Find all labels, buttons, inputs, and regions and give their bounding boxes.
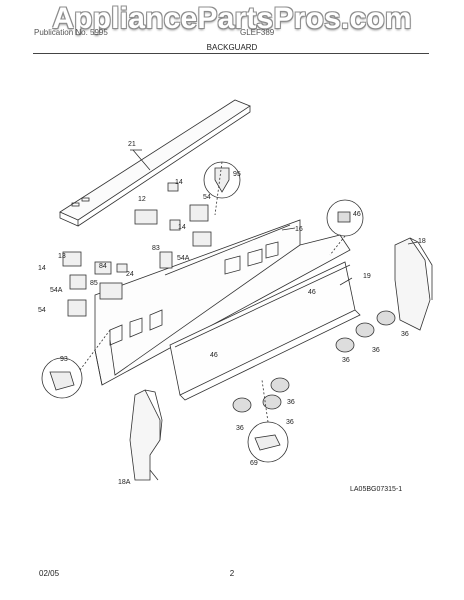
callout-label: 36 xyxy=(372,347,380,354)
callout-label: 36 xyxy=(401,331,409,338)
section-title: BACKGUARD xyxy=(206,43,258,52)
callout-label: 46 xyxy=(210,352,218,359)
callout-label: 85 xyxy=(90,280,98,287)
publication-number: Publication No. 5995 xyxy=(34,28,108,37)
header-rule xyxy=(33,53,429,54)
callout-label: 83 xyxy=(152,245,160,252)
model-number: GLEF389 xyxy=(240,28,275,37)
callout-label: 93 xyxy=(60,356,68,363)
callout-label: 14 xyxy=(175,179,183,186)
callout-label: 24 xyxy=(126,271,134,278)
callout-label: 36 xyxy=(236,425,244,432)
end-cap-18A xyxy=(129,389,161,481)
callout-label: 16 xyxy=(295,226,303,233)
callout-label: 14 xyxy=(38,265,46,272)
footer-page-number: 2 xyxy=(229,569,235,578)
callout-label: 46 xyxy=(353,211,361,218)
callout-label: 21 xyxy=(128,141,136,148)
callout-label: 13 xyxy=(58,253,66,260)
callout-label: 36 xyxy=(287,399,295,406)
callout-labels: 21 14 95 12 54 14 16 46 18 83 54A 13 84 24 14 85 19 54A 46… xyxy=(38,141,426,493)
callout-label: 36 xyxy=(286,419,294,426)
callout-label: 95 xyxy=(233,171,241,178)
end-cap-18 xyxy=(394,237,431,331)
callout-label: 18 xyxy=(418,238,426,245)
callout-label: 46 xyxy=(308,289,316,296)
watermark: AppliancePartsPros.com xyxy=(52,2,412,35)
callout-label: 54 xyxy=(38,307,46,314)
callout-label: 19 xyxy=(363,273,371,280)
callout-label: 54A xyxy=(177,255,190,262)
callout-label: 84 xyxy=(99,263,107,270)
callout-label: 12 xyxy=(138,196,146,203)
diagram-code: LA05BG07315-1 xyxy=(350,486,402,493)
callout-label: 14 xyxy=(178,224,186,231)
trim-strip-21 xyxy=(59,99,251,221)
callout-label: 54 xyxy=(203,194,211,201)
callout-label: 69 xyxy=(250,460,258,467)
callout-label: 54A xyxy=(50,287,63,294)
footer-date: 02/05 xyxy=(39,569,60,578)
callout-label: 36 xyxy=(342,357,350,364)
callout-label: 18A xyxy=(118,479,131,486)
